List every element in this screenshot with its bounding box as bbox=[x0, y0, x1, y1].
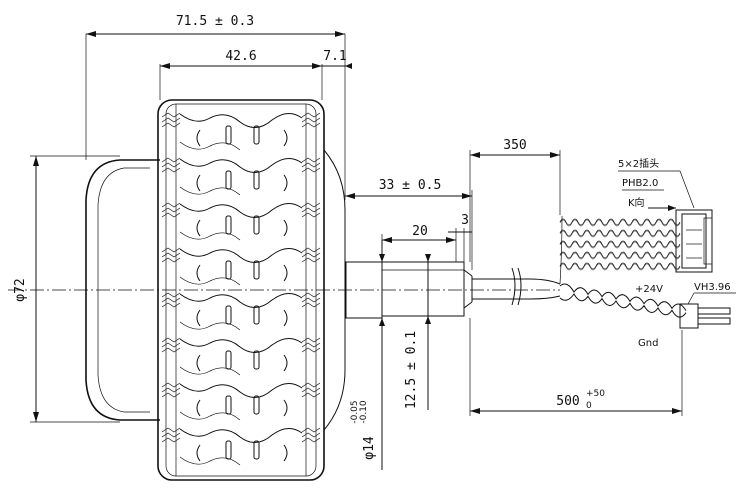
tire-width-text: 42.6 bbox=[225, 49, 256, 64]
direction-label: K向 bbox=[628, 196, 645, 209]
dim-cable-long: 500 +50 0 bbox=[469, 318, 683, 416]
power-type-label: VH3.96 bbox=[694, 282, 731, 293]
shaft-diameter-text: φ14 bbox=[362, 436, 377, 460]
dim-flat-height: 12.5 ± 0.1 bbox=[404, 254, 431, 410]
dim-cable-short: 350 bbox=[469, 138, 561, 262]
hub-cap bbox=[85, 159, 160, 421]
power-label: +24V bbox=[635, 284, 663, 295]
signal-type-label: PHB2.0 bbox=[622, 178, 658, 189]
signal-connector bbox=[675, 209, 713, 273]
power-connector bbox=[679, 303, 731, 329]
signal-connector-label: 5×2插头 bbox=[618, 157, 659, 170]
dim-shaft-length: 33 ± 0.5 bbox=[345, 178, 473, 270]
shaft-step-text: 20 bbox=[412, 224, 428, 239]
power-wire-pair bbox=[559, 283, 687, 318]
cable-long-tol-lower: 0 bbox=[586, 401, 592, 411]
diameter-text: φ72 bbox=[13, 278, 28, 301]
dim-shaft-step: 20 3 bbox=[381, 213, 472, 262]
cable-short-text: 350 bbox=[503, 138, 526, 153]
flat-height-text: 12.5 ± 0.1 bbox=[404, 331, 419, 409]
tire-tread-pattern bbox=[161, 112, 321, 466]
main-cable bbox=[472, 267, 561, 306]
rim-side bbox=[323, 149, 346, 431]
cable-long-tol-upper: +50 bbox=[586, 389, 605, 399]
shaft-tol-upper: -0.05 bbox=[350, 400, 360, 423]
shaft-tol-lower: -0.10 bbox=[359, 400, 369, 424]
signal-wire-bundle bbox=[559, 215, 681, 285]
dim-shaft-diameter: φ14 -0.05 -0.10 bbox=[350, 240, 385, 470]
step-gap-text: 3 bbox=[461, 213, 469, 228]
dim-side-offset: 7.1 bbox=[322, 49, 352, 69]
dim-diameter: φ72 bbox=[13, 155, 120, 423]
overall-length-text: 71.5 ± 0.3 bbox=[176, 14, 254, 29]
side-offset-text: 7.1 bbox=[323, 49, 346, 64]
dim-tire-width: 42.6 bbox=[159, 49, 323, 100]
ground-label: Gnd bbox=[638, 338, 658, 349]
shaft-length-text: 33 ± 0.5 bbox=[379, 178, 442, 193]
cable-long-text: 500 bbox=[556, 394, 579, 409]
dim-overall-length: 71.5 ± 0.3 bbox=[85, 14, 346, 200]
